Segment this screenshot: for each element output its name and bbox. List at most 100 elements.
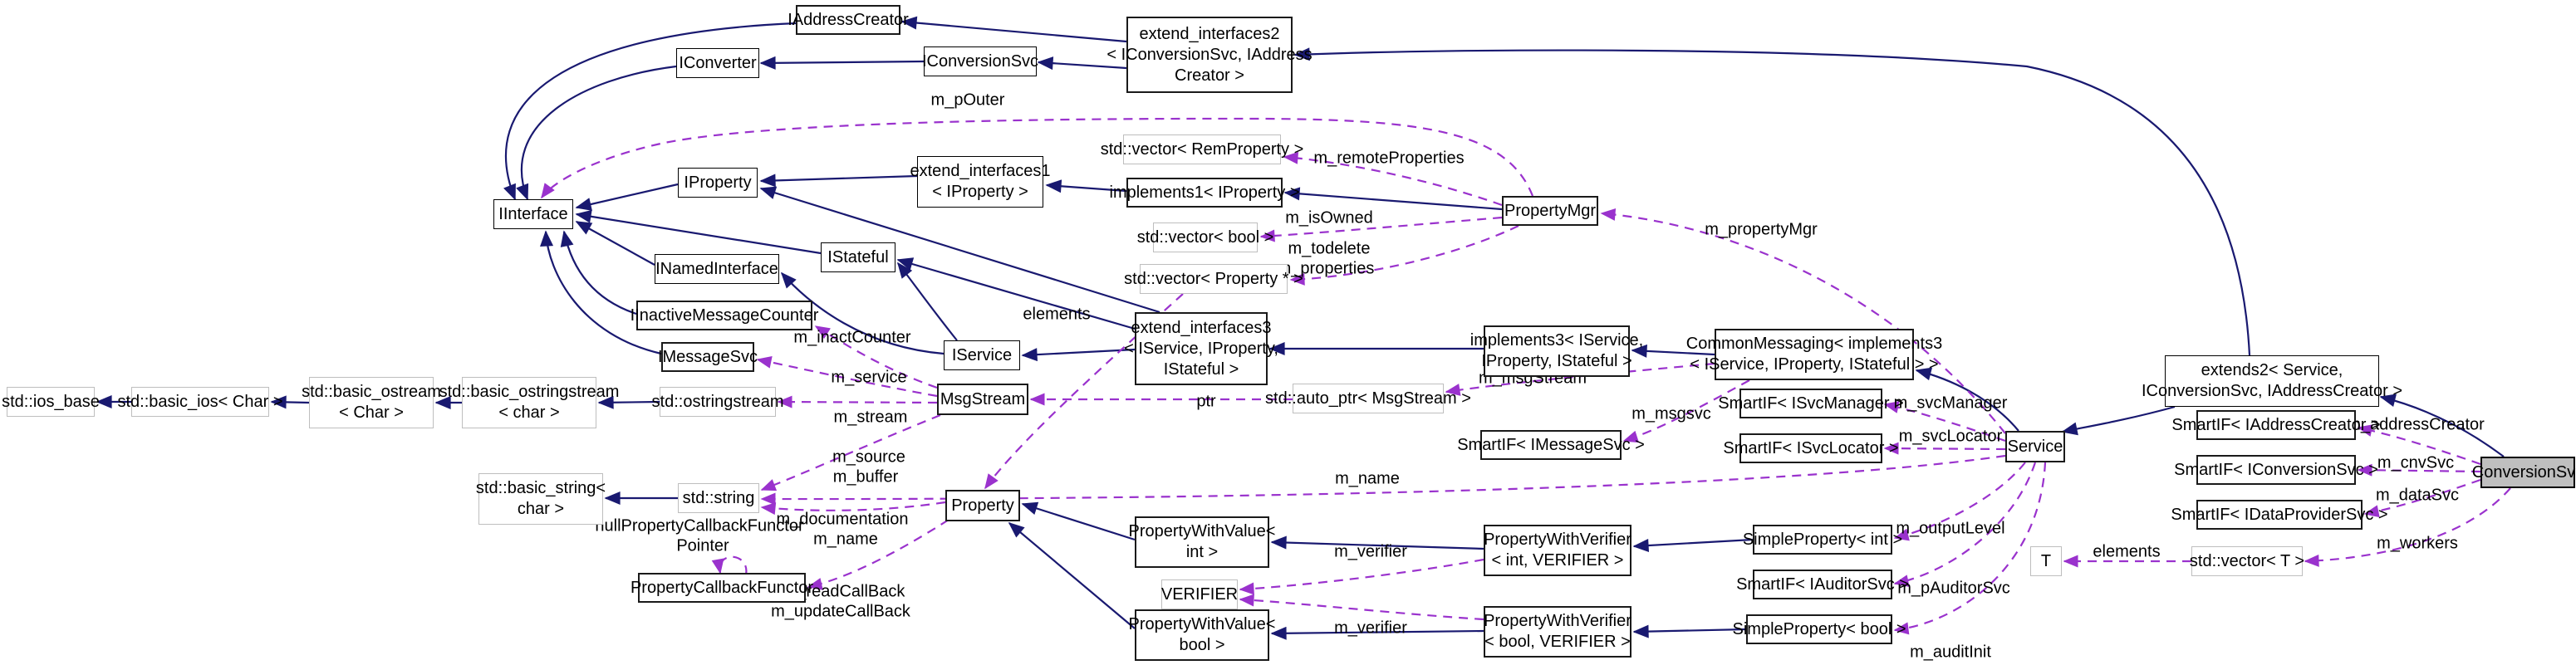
node-propertywithverifier-int-label-line-0: PropertyWithVerifier bbox=[1484, 531, 1631, 549]
node-implements3-label-line-1: IProperty, IStateful > bbox=[1481, 352, 1632, 370]
node-vector-property-ptr: std::vector< Property * > bbox=[1124, 264, 1303, 294]
node-property[interactable]: Property bbox=[945, 490, 1020, 521]
node-iproperty-label-line-0: IProperty bbox=[684, 173, 752, 192]
node-iaddresscreator-label-line-0: IAddressCreator bbox=[788, 10, 909, 29]
node-vector-remproperty-label-line-0: std::vector< RemProperty > bbox=[1100, 139, 1304, 159]
e-ei1-iproperty bbox=[759, 174, 918, 188]
node-smartif-idataprovidersvc-label-line-0: SmartIF< IDataProviderSvc > bbox=[2171, 505, 2388, 524]
node-extend-interfaces2[interactable]: extend_interfaces2< IConversionSvc, IAdd… bbox=[1106, 17, 1313, 93]
node-extend-interfaces1[interactable]: extend_interfaces1 < IProperty > bbox=[910, 156, 1051, 208]
u-service-auditorsvc bbox=[1893, 462, 2037, 588]
node-propertywithvalue-bool[interactable]: PropertyWithValue<bool > bbox=[1129, 609, 1275, 661]
node-extend-interfaces3-label-line-2: IStateful > bbox=[1163, 359, 1239, 379]
e-iconversionsvc-iconverter bbox=[759, 56, 925, 70]
node-msgstream[interactable]: MsgStream bbox=[937, 384, 1028, 415]
node-extend-interfaces1-label-line-0: extend_interfaces1 bbox=[910, 162, 1051, 180]
node-ios-base-label-line-0: std::ios_base bbox=[2, 392, 100, 411]
node-propertycallbackfunctor-label-line-0: PropertyCallbackFunctor bbox=[630, 578, 814, 597]
node-simpleproperty-bool[interactable]: SimpleProperty< bool > bbox=[1733, 614, 1906, 644]
node-istateful[interactable]: IStateful bbox=[821, 242, 895, 272]
e-iconverter-iinterface bbox=[516, 65, 677, 201]
node-smartif-isvclocator-label-line-0: SmartIF< ISvcLocator > bbox=[1723, 438, 1899, 457]
e-ei2-iconversionsvc bbox=[1037, 56, 1127, 71]
node-extend-interfaces3[interactable]: extend_interfaces3< IService, IProperty,… bbox=[1124, 312, 1278, 385]
node-implements3-label-line-0: implements3< IService, bbox=[1470, 331, 1644, 350]
node-conversionsvc[interactable]: ConversionSvc bbox=[2472, 457, 2576, 488]
node-propertywithvalue-int[interactable]: PropertyWithValue<int > bbox=[1129, 516, 1275, 568]
e-conversionsvc-extends2 bbox=[2379, 394, 2505, 457]
node-std-string: std::string bbox=[678, 483, 759, 513]
e-pwverint-pwvint bbox=[1270, 535, 1484, 550]
node-ios-base: std::ios_base bbox=[2, 387, 100, 417]
node-extend-interfaces1-label-line-1: < IProperty > bbox=[932, 183, 1028, 201]
node-smartif-iconversionsvc[interactable]: SmartIF< IConversionSvc > bbox=[2174, 455, 2378, 485]
node-basic-ostream-label-line-0: std::basic_ostream bbox=[302, 383, 441, 401]
u-service-spint bbox=[1893, 462, 2026, 541]
node-inamedinterface-label-line-0: INamedInterface bbox=[655, 259, 778, 278]
u-conversionsvc-cnvsvc bbox=[2357, 463, 2481, 477]
node-commonmessaging[interactable]: CommonMessaging< implements3< IService, … bbox=[1686, 329, 1942, 380]
e-ostringstream-basicostringstream bbox=[597, 395, 660, 409]
node-extends2-label-line-0: extends2< Service, bbox=[2201, 361, 2343, 379]
node-iconverter[interactable]: IConverter bbox=[676, 48, 759, 78]
node-iproperty[interactable]: IProperty bbox=[678, 168, 758, 198]
node-propertywithvalue-bool-label-line-0: PropertyWithValue< bbox=[1128, 615, 1276, 633]
node-smartif-iauditorsvc[interactable]: SmartIF< IAuditorSvc > bbox=[1736, 570, 1909, 599]
node-smartif-imessagesvc[interactable]: SmartIF< IMessageSvc > bbox=[1457, 430, 1645, 460]
node-verifier-label-line-0: VERIFIER bbox=[1160, 584, 1239, 604]
node-iinterface[interactable]: IInterface bbox=[493, 199, 573, 229]
node-basic-string: std::basic_string<char > bbox=[476, 473, 606, 525]
e-ei3-iproperty bbox=[759, 186, 1160, 314]
node-extends2[interactable]: extends2< Service,IConversionSvc, IAddre… bbox=[2142, 355, 2402, 407]
node-commonmessaging-label-line-0: CommonMessaging< implements3 bbox=[1685, 335, 1943, 353]
node-smartif-idataprovidersvc[interactable]: SmartIF< IDataProviderSvc > bbox=[2171, 500, 2388, 530]
node-smartif-iaddresscreator[interactable]: SmartIF< IAddressCreator > bbox=[2171, 410, 2381, 440]
u-pwverint-verifier bbox=[1239, 558, 1484, 595]
node-propertywithverifier-int[interactable]: PropertyWithVerifier< int, VERIFIER > bbox=[1484, 525, 1631, 576]
node-iinterface-label-line-0: IInterface bbox=[498, 204, 568, 223]
node-iaddresscreator[interactable]: IAddressCreator bbox=[788, 5, 909, 35]
node-iservice[interactable]: IService bbox=[944, 340, 1020, 370]
e-pwvbool-property bbox=[1008, 521, 1136, 629]
node-propertywithverifier-bool-label-line-1: < bool, VERIFIER > bbox=[1484, 633, 1631, 651]
node-basic-ios-label-line-0: std::basic_ios< Char > bbox=[117, 392, 283, 411]
node-propertycallbackfunctor[interactable]: PropertyCallbackFunctor bbox=[631, 573, 813, 603]
node-iinactivemessagecounter[interactable]: IInactiveMessageCounter bbox=[631, 301, 818, 330]
node-basic-ostringstream: std::basic_ostringstream< char > bbox=[439, 377, 619, 428]
u-conversionsvc-addrcreator bbox=[2357, 424, 2481, 466]
e-inamedinterface-iinterface bbox=[575, 221, 655, 266]
node-vector-bool-label-line-0: std::vector< bool > bbox=[1136, 227, 1274, 247]
node-propertymgr[interactable]: PropertyMgr bbox=[1502, 196, 1598, 226]
node-propertywithverifier-bool[interactable]: PropertyWithVerifier < bool, VERIFIER > bbox=[1484, 606, 1631, 658]
node-service[interactable]: Service bbox=[2005, 431, 2065, 462]
e-pwvint-property bbox=[1021, 501, 1136, 541]
node-auto-ptr-msgstream: std::auto_ptr< MsgStream > bbox=[1265, 384, 1471, 413]
u-service-svclocator bbox=[1883, 442, 2006, 455]
u-service-stdstring bbox=[760, 454, 2006, 506]
u-msgstream-iinactive bbox=[814, 325, 938, 389]
u-msgstream-ostringstream bbox=[777, 395, 938, 408]
node-iinactivemessagecounter-label-line-0: IInactiveMessageCounter bbox=[630, 306, 819, 325]
node-inamedinterface[interactable]: INamedInterface bbox=[655, 254, 779, 284]
node-vector-t: std::vector< T > bbox=[2190, 546, 2304, 576]
node-propertywithverifier-bool-label-line-0: PropertyWithVerifier bbox=[1484, 612, 1631, 630]
node-iservice-label-line-0: IService bbox=[951, 345, 1013, 364]
node-implements3[interactable]: implements3< IService, IProperty, IStatef… bbox=[1470, 325, 1643, 377]
u-propertymgr-iinterface bbox=[541, 117, 1534, 199]
node-smartif-isvclocator[interactable]: SmartIF< ISvcLocator > bbox=[1723, 433, 1899, 463]
node-iconversionsvc[interactable]: IConversionSvc bbox=[922, 46, 1038, 76]
u-commonmessaging-smartifmsgsvc bbox=[1622, 379, 1750, 443]
u-propertymgr-vectorrem bbox=[1283, 151, 1503, 207]
node-verifier: VERIFIER bbox=[1161, 579, 1238, 609]
u-property-stdstring bbox=[760, 501, 946, 516]
node-service-label-line-0: Service bbox=[2007, 437, 2063, 456]
e-ei3-istateful bbox=[896, 257, 1136, 330]
node-istateful-label-line-0: IStateful bbox=[827, 247, 889, 266]
node-vector-property-ptr-label-line-0: std::vector< Property * > bbox=[1124, 269, 1303, 288]
u-msgstream-stdstring bbox=[760, 413, 941, 491]
node-extend-interfaces2-label-line-2: Creator > bbox=[1175, 66, 1244, 85]
node-imessagesvc[interactable]: IMessageSvc bbox=[658, 342, 758, 372]
node-implements1[interactable]: implements1< IProperty > bbox=[1110, 178, 1300, 208]
node-simpleproperty-int[interactable]: SimpleProperty< int > bbox=[1743, 525, 1902, 555]
node-smartif-isvcmanager[interactable]: SmartIF< ISvcManager > bbox=[1718, 389, 1904, 418]
